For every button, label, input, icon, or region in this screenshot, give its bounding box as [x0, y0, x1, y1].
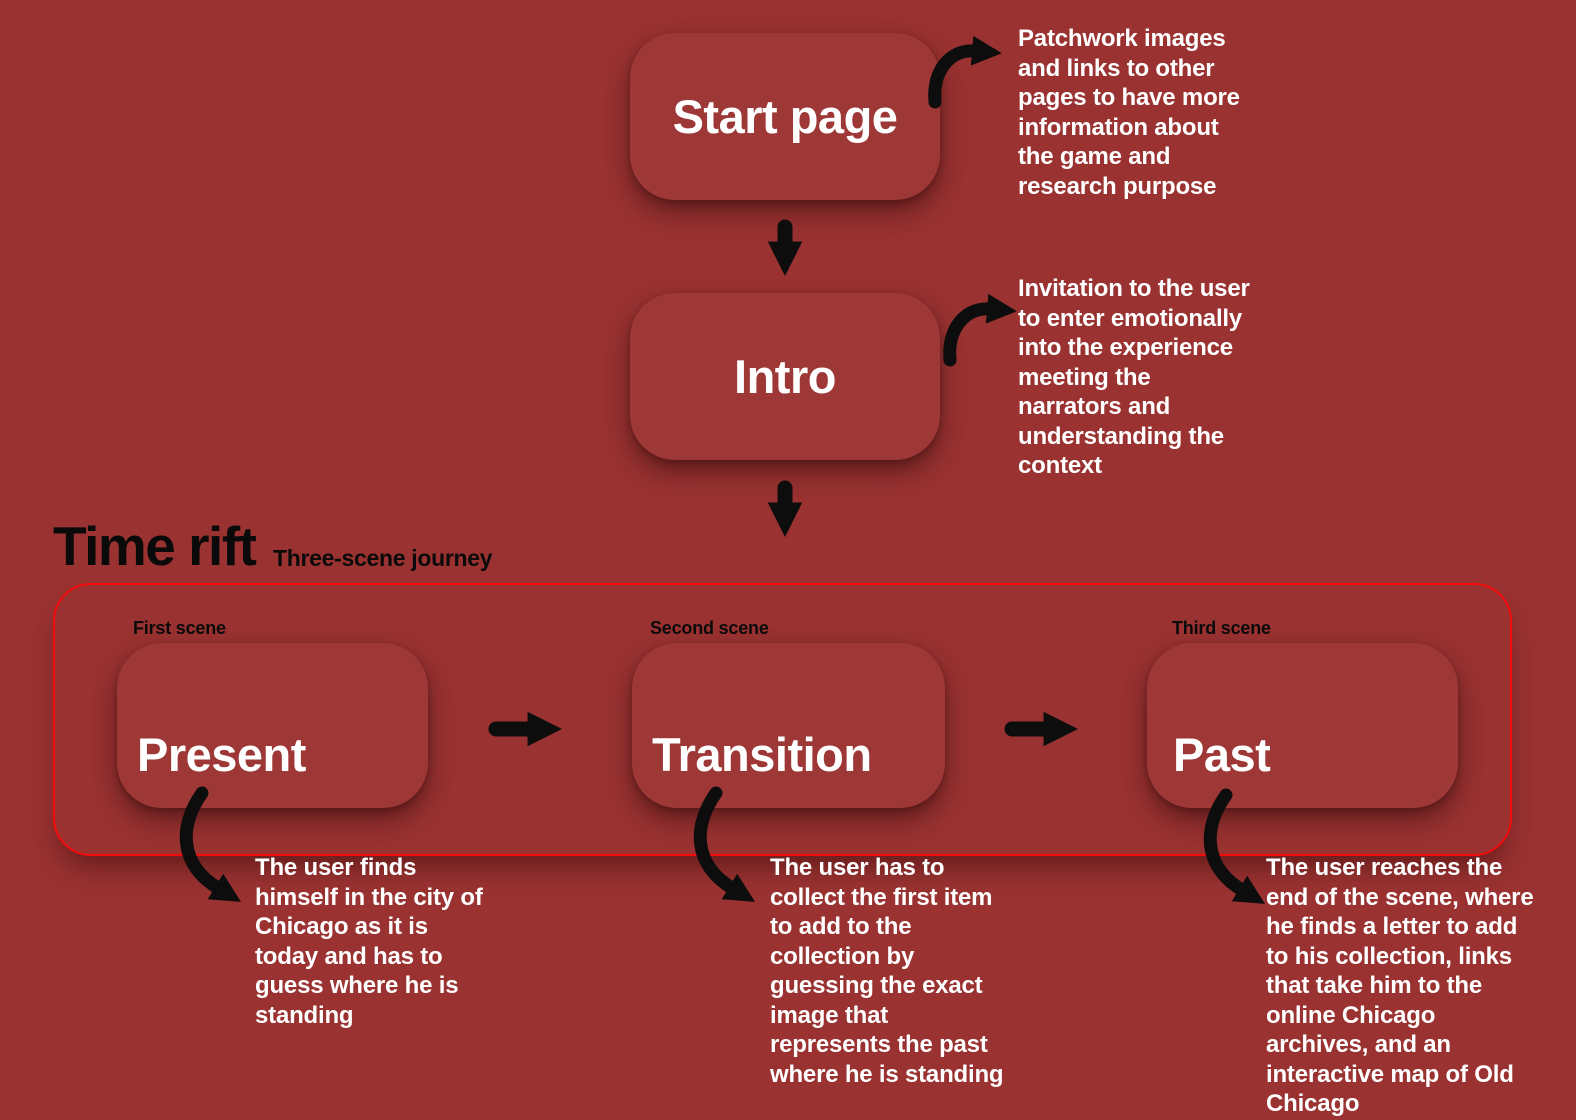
node-start-page[interactable]: Start page	[630, 33, 940, 200]
node-transition-label: Transition	[652, 728, 872, 781]
note-intro: Invitation to the user to enter emotiona…	[1018, 275, 1250, 479]
curved-arrow-transition-to-note-icon	[693, 786, 756, 902]
note-transition: The user has to collect the first item t…	[770, 854, 1004, 1088]
arrow-intro-to-timerift-icon	[767, 480, 803, 538]
timerift-subtitle: Three-scene journey	[273, 545, 493, 571]
timerift-title: Time rift	[53, 515, 257, 577]
curved-arrow-intro-to-note-icon	[943, 294, 1017, 367]
arrow-transition-to-past-icon	[1004, 711, 1079, 747]
note-past: The user reaches the end of the scene, w…	[1266, 854, 1534, 1117]
node-intro[interactable]: Intro	[630, 293, 940, 460]
timerift-frame	[53, 583, 1512, 856]
scene-tag-second: Second scene	[650, 618, 769, 638]
scene-tag-third: Third scene	[1172, 618, 1271, 638]
arrow-start-to-intro-icon	[767, 219, 803, 277]
node-start-page-label: Start page	[672, 90, 898, 143]
note-present: The user finds himself in the city of Ch…	[255, 854, 483, 1029]
curved-arrow-start-to-note-icon	[928, 36, 1002, 109]
arrow-present-to-transition-icon	[488, 711, 563, 747]
node-intro-label: Intro	[734, 350, 836, 403]
node-present[interactable]: Present	[117, 643, 428, 808]
note-start-page: Patchwork images and links to other page…	[1018, 25, 1240, 200]
node-past-label: Past	[1173, 728, 1271, 781]
node-transition[interactable]: Transition	[632, 643, 945, 808]
scene-tag-first: First scene	[133, 618, 226, 638]
curved-arrow-past-to-note-icon	[1203, 788, 1266, 904]
curved-arrow-present-to-note-icon	[179, 786, 242, 902]
node-past[interactable]: Past	[1147, 643, 1458, 808]
node-present-label: Present	[137, 728, 306, 781]
